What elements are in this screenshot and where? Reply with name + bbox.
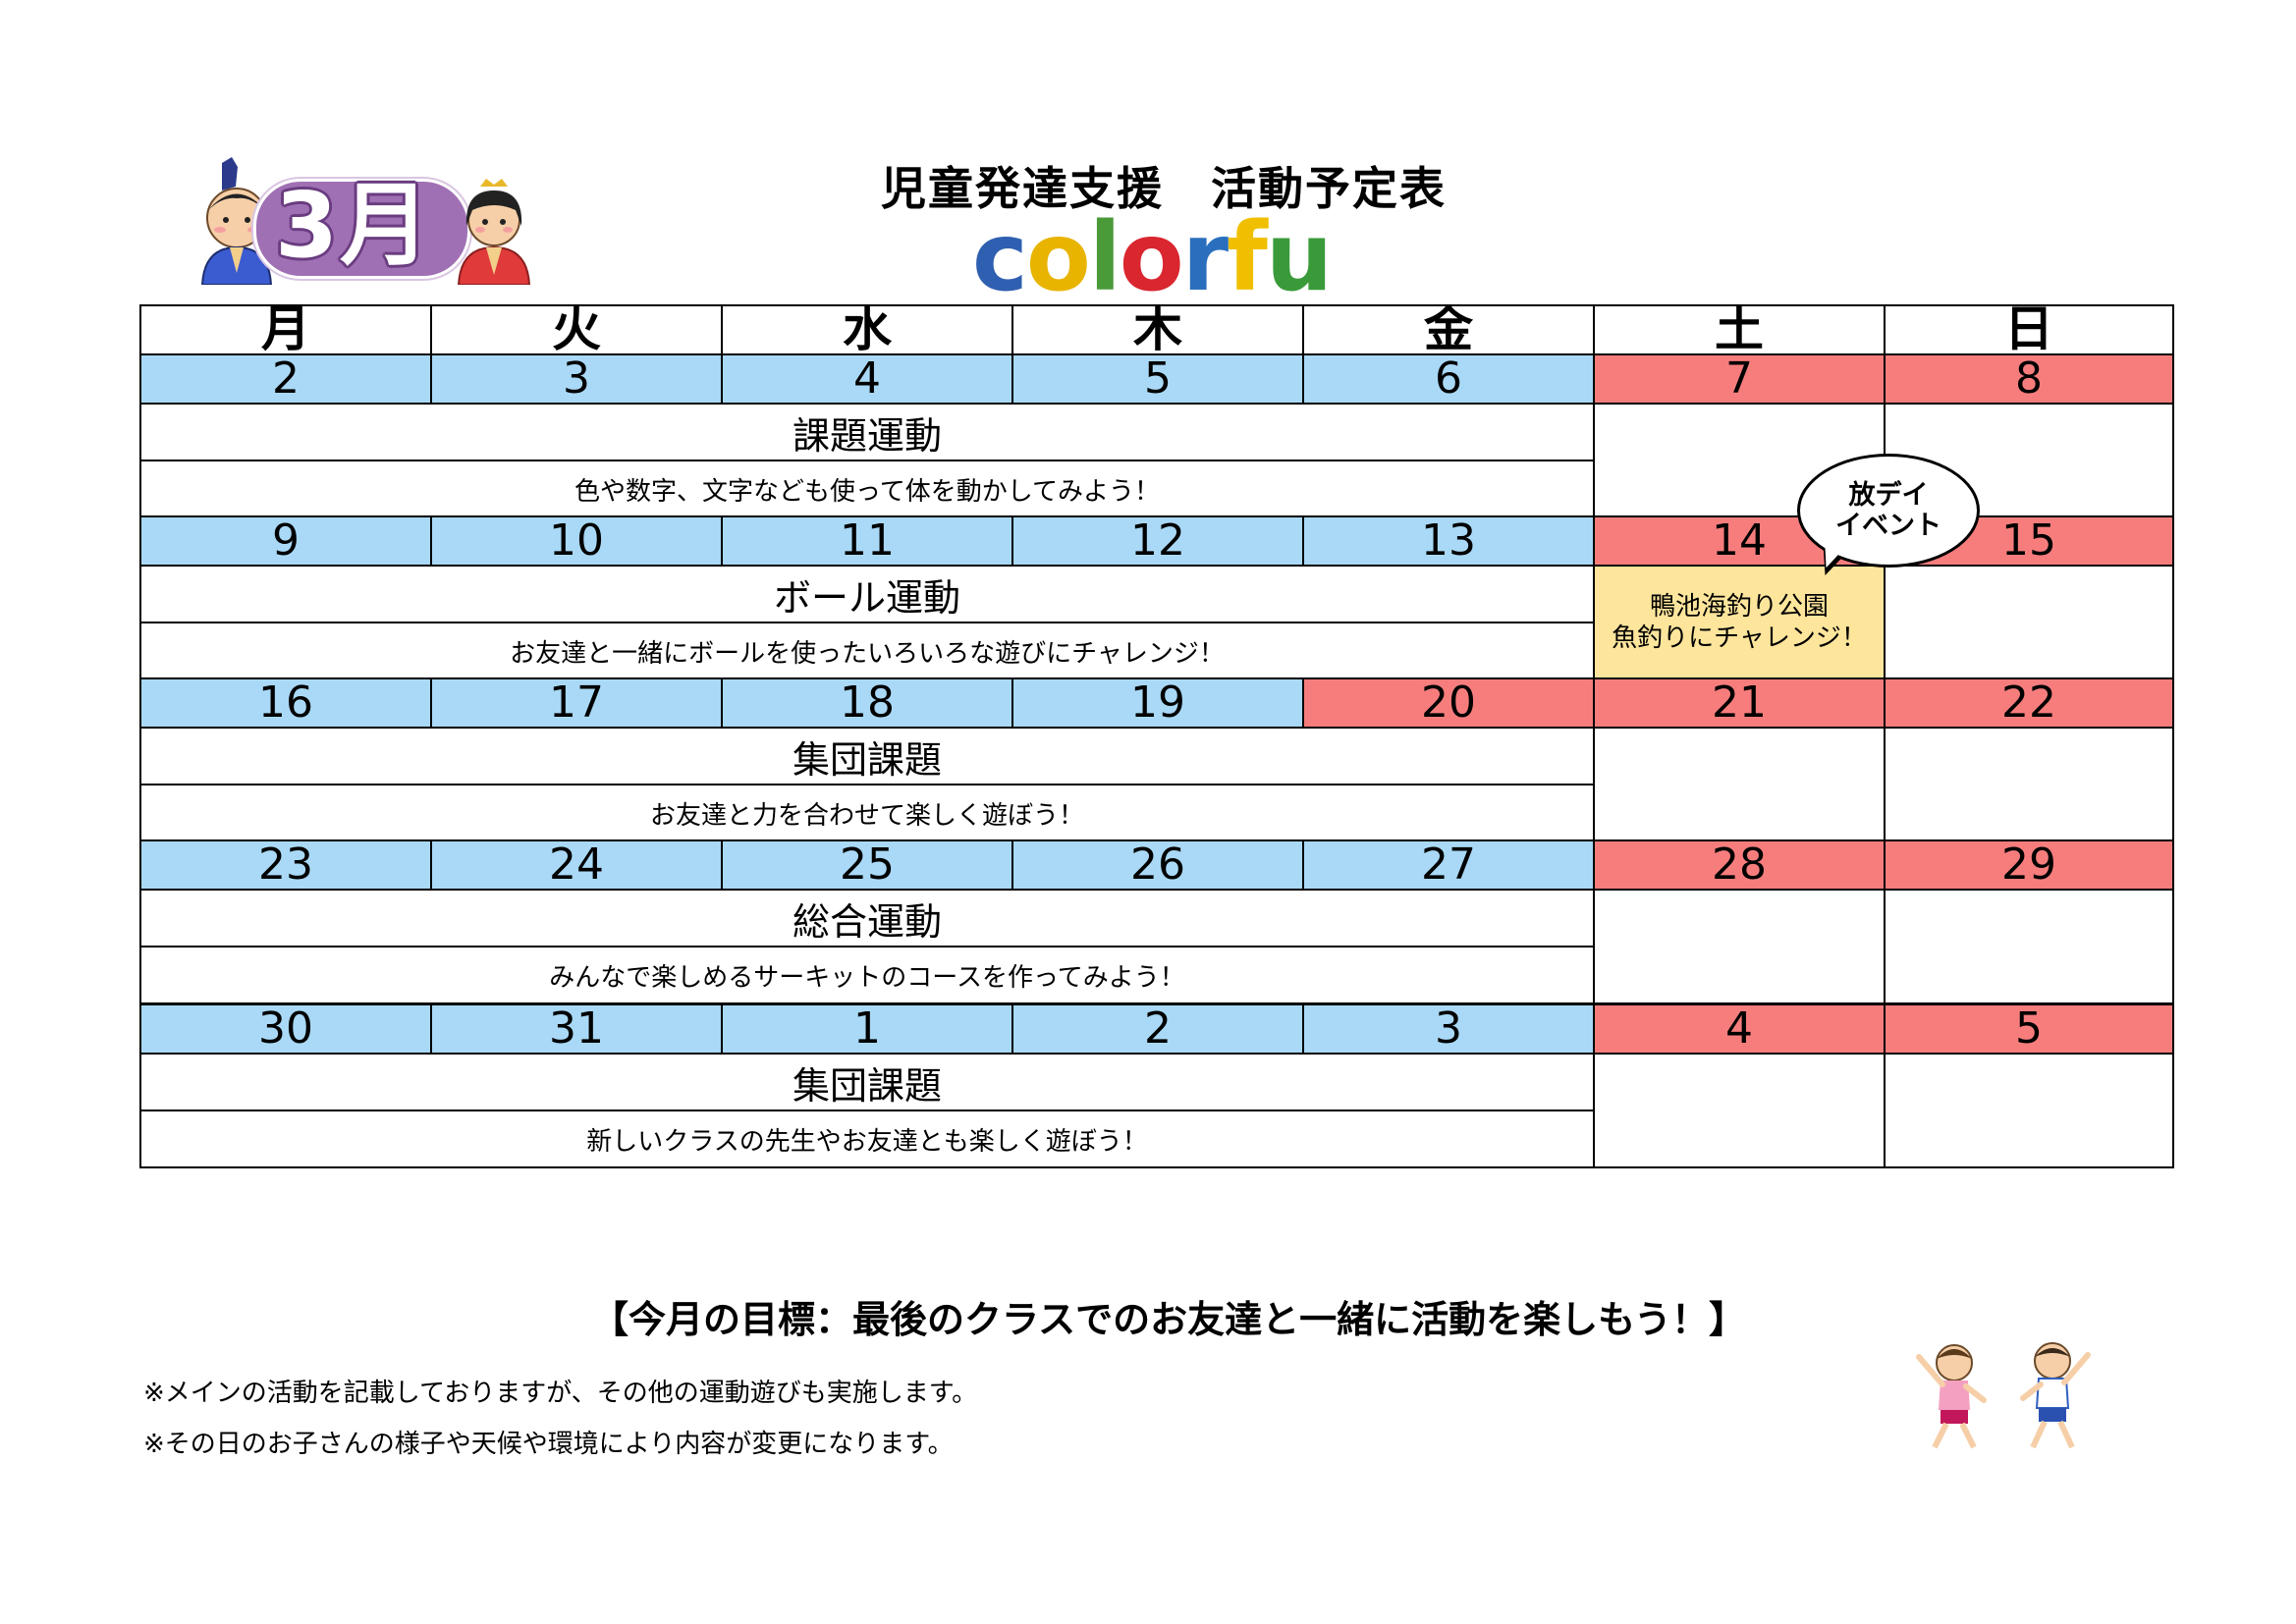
event-detail-line1: 鴨池海釣り公園 <box>1649 591 1829 622</box>
date-cell: 20 <box>1302 677 1595 729</box>
date-cell: 30 <box>139 1003 432 1055</box>
month-badge-pill <box>253 179 470 279</box>
weekday-header: 土 <box>1593 304 1886 355</box>
activity-description: みんなで楽しめるサーキットのコースを作ってみよう！ <box>139 946 1595 1004</box>
activity-description: 新しいクラスの先生やお友達とも楽しく遊ぼう！ <box>139 1110 1595 1168</box>
logo-letter: l <box>1088 202 1121 312</box>
date-cell: 1 <box>721 1003 1013 1055</box>
event-bubble-line2: イベント <box>1835 511 1941 541</box>
date-cell: 26 <box>1011 839 1304 891</box>
date-cell: 3 <box>1302 1003 1595 1055</box>
logo-letter: f <box>1227 202 1268 312</box>
date-cell: 5 <box>1011 353 1304 405</box>
date-cell: 2 <box>1011 1003 1304 1055</box>
date-cell: 8 <box>1884 353 2174 405</box>
activity-name: 課題運動 <box>139 403 1595 461</box>
date-cell: 22 <box>1884 677 2174 729</box>
logo-letter: o <box>1119 202 1184 312</box>
weekend-blank-cell <box>1593 1053 1886 1168</box>
date-cell: 16 <box>139 677 432 729</box>
colorful-logo: colorful. <box>972 202 1345 405</box>
date-cell: 21 <box>1593 677 1886 729</box>
date-cell: 17 <box>430 677 723 729</box>
activity-name: ボール運動 <box>139 565 1595 623</box>
activity-name: 総合運動 <box>139 889 1595 947</box>
logo-letter: r <box>1181 202 1229 312</box>
page-title: 児童発達支援 活動予定表 <box>881 162 1447 215</box>
activity-description: お友達と力を合わせて楽しく遊ぼう！ <box>139 784 1595 842</box>
exercising-children-icon <box>1916 1342 2091 1449</box>
weekend-blank-cell <box>1593 889 1886 1004</box>
month-badge: 3月 <box>192 157 536 285</box>
activity-name: 集団課題 <box>139 727 1595 785</box>
footer-note-1: ※メインの活動を記載しておりますが、その他の運動遊びも実施します。 <box>143 1379 978 1408</box>
event-detail-line2: 魚釣りにチャレンジ！ <box>1612 623 1867 653</box>
activity-description: 色や数字、文字なども使って体を動かしてみよう！ <box>139 460 1595 518</box>
weekend-blank-cell <box>1593 727 1886 842</box>
date-cell: 5 <box>1884 1003 2174 1055</box>
weekday-header: 日 <box>1884 304 2174 355</box>
date-cell: 7 <box>1593 353 1886 405</box>
weekend-blank-cell <box>1884 565 2174 680</box>
date-cell: 23 <box>139 839 432 891</box>
activity-description: お友達と一緒にボールを使ったいろいろな遊びにチャレンジ！ <box>139 622 1595 680</box>
date-cell: 25 <box>721 839 1013 891</box>
date-cell: 4 <box>721 353 1013 405</box>
footer-note-2: ※その日のお子さんの様子や天候や環境により内容が変更になります。 <box>143 1430 954 1459</box>
date-cell: 27 <box>1302 839 1595 891</box>
monthly-goal: 【今月の目標：最後のクラスでのお友達と一緒に活動を楽しもう！】 <box>590 1298 1747 1341</box>
weekend-blank-cell <box>1884 889 2174 1004</box>
date-cell: 13 <box>1302 515 1595 567</box>
date-cell: 28 <box>1593 839 1886 891</box>
weekday-header: 月 <box>139 304 432 355</box>
date-cell: 12 <box>1011 515 1304 567</box>
event-bubble-line1: 放デイ <box>1848 479 1929 511</box>
logo-letter: u <box>1265 202 1333 312</box>
activity-name: 集団課題 <box>139 1053 1595 1111</box>
ohina-doll-icon <box>457 179 531 285</box>
weekday-header: 金 <box>1302 304 1595 355</box>
weekday-header: 水 <box>721 304 1013 355</box>
date-cell: 4 <box>1593 1003 1886 1055</box>
weekend-blank-cell <box>1884 727 2174 842</box>
date-cell: 2 <box>139 353 432 405</box>
date-cell: 10 <box>430 515 723 567</box>
weekday-header: 木 <box>1011 304 1304 355</box>
date-cell: 11 <box>721 515 1013 567</box>
weekday-header: 火 <box>430 304 723 355</box>
event-detail: 鴨池海釣り公園魚釣りにチャレンジ！ <box>1593 565 1886 680</box>
date-cell: 29 <box>1884 839 2174 891</box>
month-badge-label: 3月 <box>275 173 433 278</box>
date-cell: 31 <box>430 1003 723 1055</box>
odairi-doll-icon <box>200 157 273 285</box>
date-cell: 3 <box>430 353 723 405</box>
weekend-blank-cell <box>1884 1053 2174 1168</box>
logo-letter: c <box>972 202 1028 312</box>
date-cell: 19 <box>1011 677 1304 729</box>
logo-letter: o <box>1025 202 1091 312</box>
event-bubble: 放デイ イベント <box>1797 454 1980 568</box>
date-cell: 6 <box>1302 353 1595 405</box>
date-cell: 18 <box>721 677 1013 729</box>
date-cell: 9 <box>139 515 432 567</box>
date-cell: 24 <box>430 839 723 891</box>
